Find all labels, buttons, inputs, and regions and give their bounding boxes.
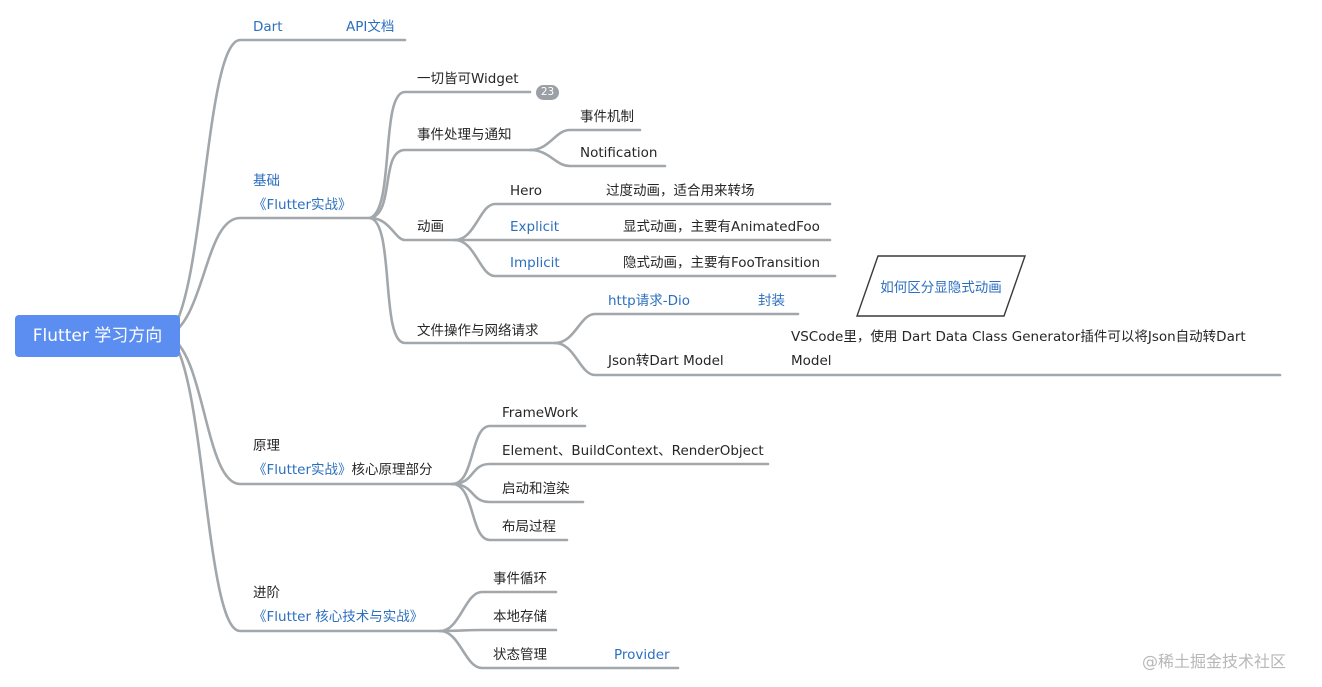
json-model-node[interactable]: Json转Dart Model — [608, 353, 724, 369]
principles-node[interactable]: 原理 — [253, 438, 280, 454]
startup-render-node[interactable]: 启动和渲染 — [502, 481, 570, 497]
http-dio-link[interactable]: http请求-Dio — [608, 293, 690, 309]
wrapper-link[interactable]: 封装 — [758, 293, 785, 309]
local-storage-node[interactable]: 本地存储 — [493, 609, 547, 625]
widget-count-badge[interactable]: 23 — [536, 85, 559, 100]
principles-book-link[interactable]: 《Flutter实战》 — [253, 462, 352, 478]
provider-link[interactable]: Provider — [614, 647, 670, 663]
events-node[interactable]: 事件处理与通知 — [417, 127, 512, 143]
implicit-node[interactable]: Implicit — [510, 255, 560, 271]
advanced-book-link[interactable]: 《Flutter 核心技术与实战》 — [253, 609, 424, 625]
notification-node[interactable]: Notification — [580, 145, 658, 161]
animation-node[interactable]: 动画 — [417, 219, 444, 235]
state-management-node[interactable]: 状态管理 — [493, 647, 547, 663]
json-model-note-line2: Model — [791, 353, 832, 369]
files-network-node[interactable]: 文件操作与网络请求 — [417, 323, 539, 339]
animation-callout-text: 如何区分显隐式动画 — [880, 280, 1002, 296]
element-context-node[interactable]: Element、BuildContext、RenderObject — [502, 443, 764, 459]
basics-book-link[interactable]: 《Flutter实战》 — [253, 197, 352, 213]
hero-node[interactable]: Hero — [510, 183, 542, 199]
principles-book-suffix: 核心原理部分 — [351, 462, 433, 478]
event-mechanism-node[interactable]: 事件机制 — [580, 109, 634, 125]
hero-note: 过度动画，适合用来转场 — [606, 183, 755, 199]
layout-process-node[interactable]: 布局过程 — [502, 519, 556, 535]
advanced-node[interactable]: 进阶 — [253, 585, 280, 601]
dart-api-doc-link[interactable]: API文档 — [346, 19, 395, 35]
root-node[interactable]: Flutter 学习方向 — [15, 315, 180, 357]
watermark: @稀土掘金技术社区 — [1142, 652, 1287, 671]
json-model-note-line1: VSCode里，使用 Dart Data Class Generator插件可以… — [791, 329, 1246, 345]
event-loop-node[interactable]: 事件循环 — [493, 571, 547, 587]
principles-book: 《Flutter实战》核心原理部分 — [253, 461, 433, 479]
explicit-node[interactable]: Explicit — [510, 219, 560, 235]
implicit-note: 隐式动画，主要有FooTransition — [623, 255, 821, 271]
widget-node[interactable]: 一切皆可Widget — [417, 71, 519, 87]
dart-node[interactable]: Dart — [253, 19, 283, 35]
explicit-note: 显式动画，主要有AnimatedFoo — [623, 219, 820, 235]
basics-node[interactable]: 基础 — [253, 173, 280, 189]
animation-callout[interactable]: 如何区分显隐式动画 — [857, 256, 1025, 316]
framework-node[interactable]: FrameWork — [502, 405, 579, 421]
callout-parallelogram — [856, 255, 1026, 317]
